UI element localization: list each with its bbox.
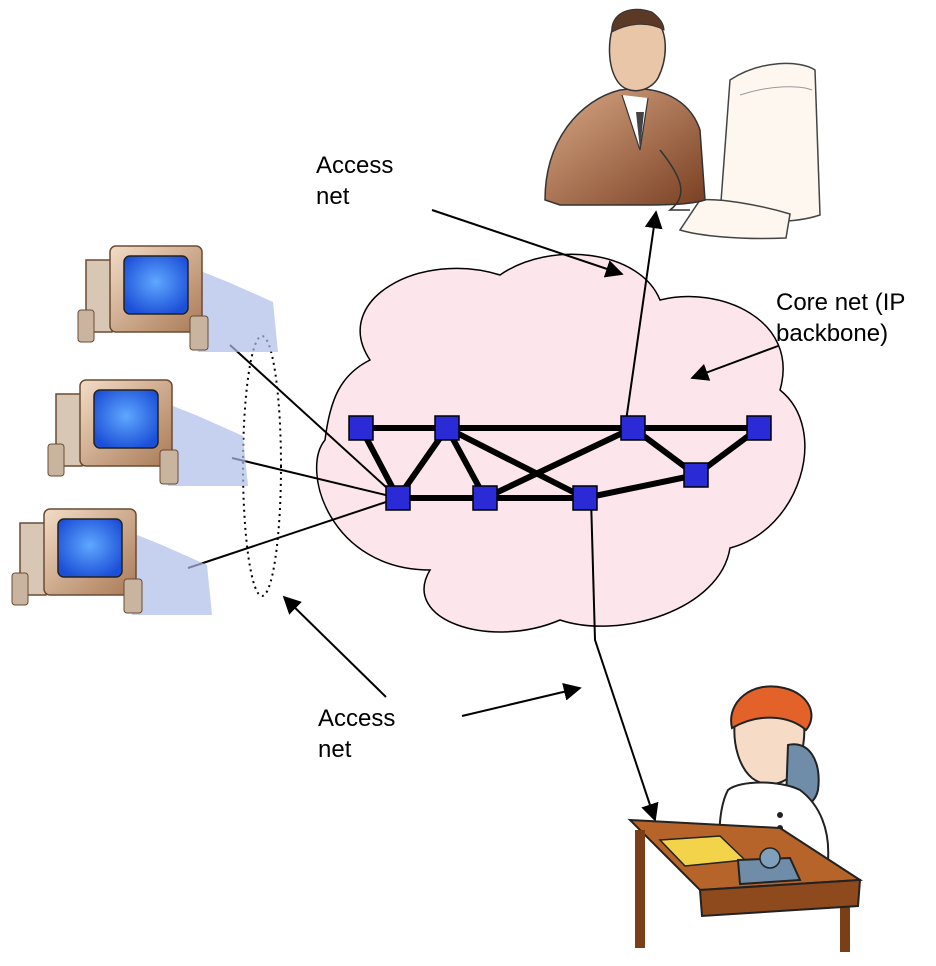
arrow-access-right — [461, 682, 582, 717]
annotation-arrows — [282, 209, 779, 717]
link — [582, 472, 699, 501]
router-node — [572, 485, 598, 511]
label-line: Core net (IP — [776, 289, 906, 316]
router-node — [472, 485, 498, 511]
person-on-telephone-icon — [627, 685, 864, 952]
label-line: net — [318, 736, 352, 763]
router-node — [434, 415, 460, 441]
router-node — [348, 415, 374, 441]
arrow-access-left — [282, 595, 387, 698]
arrow-core — [690, 345, 779, 381]
core-net-label: Core net (IP backbone) — [776, 287, 905, 349]
access-links — [187, 344, 399, 569]
routers — [348, 415, 772, 511]
router-node — [746, 415, 772, 441]
access-net-label-bottom: Access net — [318, 703, 395, 765]
access-line — [229, 344, 399, 499]
label-line: net — [316, 183, 350, 210]
access-line — [231, 457, 399, 499]
label-line: Access — [316, 152, 394, 179]
link — [482, 425, 636, 501]
link — [444, 425, 588, 501]
desktop-computer-icon — [77, 245, 278, 352]
downlink-line — [590, 497, 659, 822]
core-network-cloud — [316, 253, 806, 633]
router-node — [683, 462, 709, 488]
desktop-computer-icon — [47, 379, 248, 486]
arrow-access-top — [431, 209, 624, 278]
desktop-computer-icon — [11, 508, 212, 615]
label-line: backbone) — [776, 320, 889, 347]
access-net-label-top: Access net — [316, 150, 393, 212]
access-line — [187, 497, 399, 569]
router-node — [385, 485, 411, 511]
router-node — [620, 415, 646, 441]
uplink-line — [624, 210, 663, 429]
label-line: Access — [318, 705, 396, 732]
access-net-ellipse — [242, 335, 282, 597]
office-worker-at-computer-icon — [544, 8, 821, 240]
